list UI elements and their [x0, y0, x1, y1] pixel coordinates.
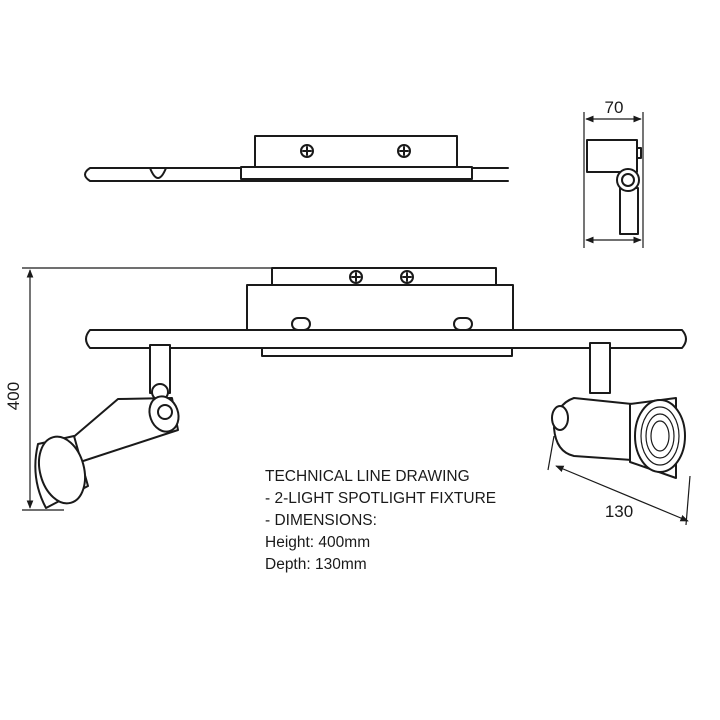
note-line: Height: 400mm: [265, 534, 371, 551]
depth-label-130: 130: [605, 502, 633, 521]
spotlight-right: [551, 342, 686, 479]
note-line: - DIMENSIONS:: [265, 512, 377, 529]
screw-icon: [400, 270, 414, 284]
note-line: TECHNICAL LINE DRAWING: [265, 468, 470, 485]
spotlight-left: [34, 344, 180, 509]
screw-icon: [397, 144, 411, 158]
depth-dimension: 130: [547, 435, 691, 526]
side-view: 70: [583, 98, 644, 248]
height-label: 400: [4, 382, 23, 410]
height-dimension: 400: [4, 267, 272, 511]
screw-icon: [300, 144, 314, 158]
notes-block: TECHNICAL LINE DRAWING - 2-LIGHT SPOTLIG…: [265, 466, 496, 576]
top-view: [84, 135, 509, 182]
note-line: - 2-LIGHT SPOTLIGHT FIXTURE: [265, 490, 497, 507]
depth-label-70: 70: [605, 98, 624, 117]
note-line: Depth: 130mm: [265, 556, 367, 573]
front-view: [34, 267, 687, 509]
screw-icon: [349, 270, 363, 284]
